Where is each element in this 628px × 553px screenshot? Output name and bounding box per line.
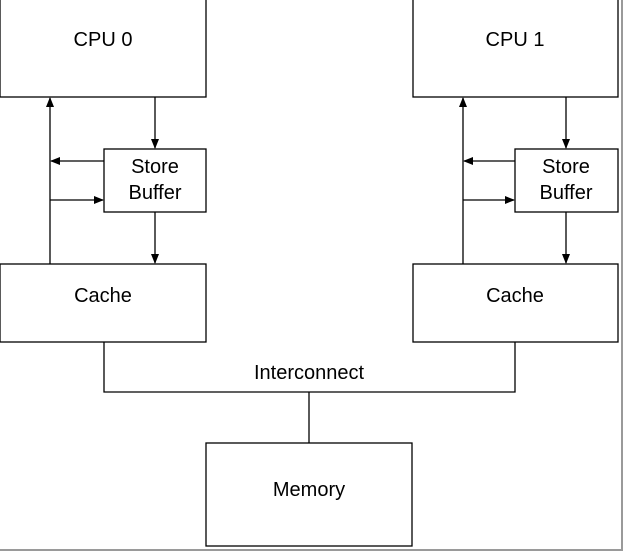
cache0-box bbox=[0, 263, 207, 343]
memory-box bbox=[205, 442, 413, 547]
store-buffer0-label-line1: Store bbox=[131, 156, 179, 178]
interconnect-label: Interconnect bbox=[254, 362, 365, 384]
cache0-label: Cache bbox=[74, 285, 132, 307]
store-buffer1-label-line1: Store bbox=[542, 156, 590, 178]
cache1-label: Cache bbox=[486, 285, 544, 307]
memory-label: Memory bbox=[273, 479, 345, 501]
store-buffer0-label-line2: Buffer bbox=[129, 182, 182, 204]
store-buffer1-box bbox=[514, 148, 619, 213]
cpu1-box bbox=[412, 0, 619, 98]
store-buffer0-box bbox=[103, 148, 207, 213]
cpu1-label: CPU 1 bbox=[486, 29, 545, 51]
cpu0-box bbox=[0, 0, 207, 98]
store-buffer1-label-line2: Buffer bbox=[540, 182, 593, 204]
cpu0-label: CPU 0 bbox=[74, 29, 133, 51]
cache1-box bbox=[412, 263, 619, 343]
